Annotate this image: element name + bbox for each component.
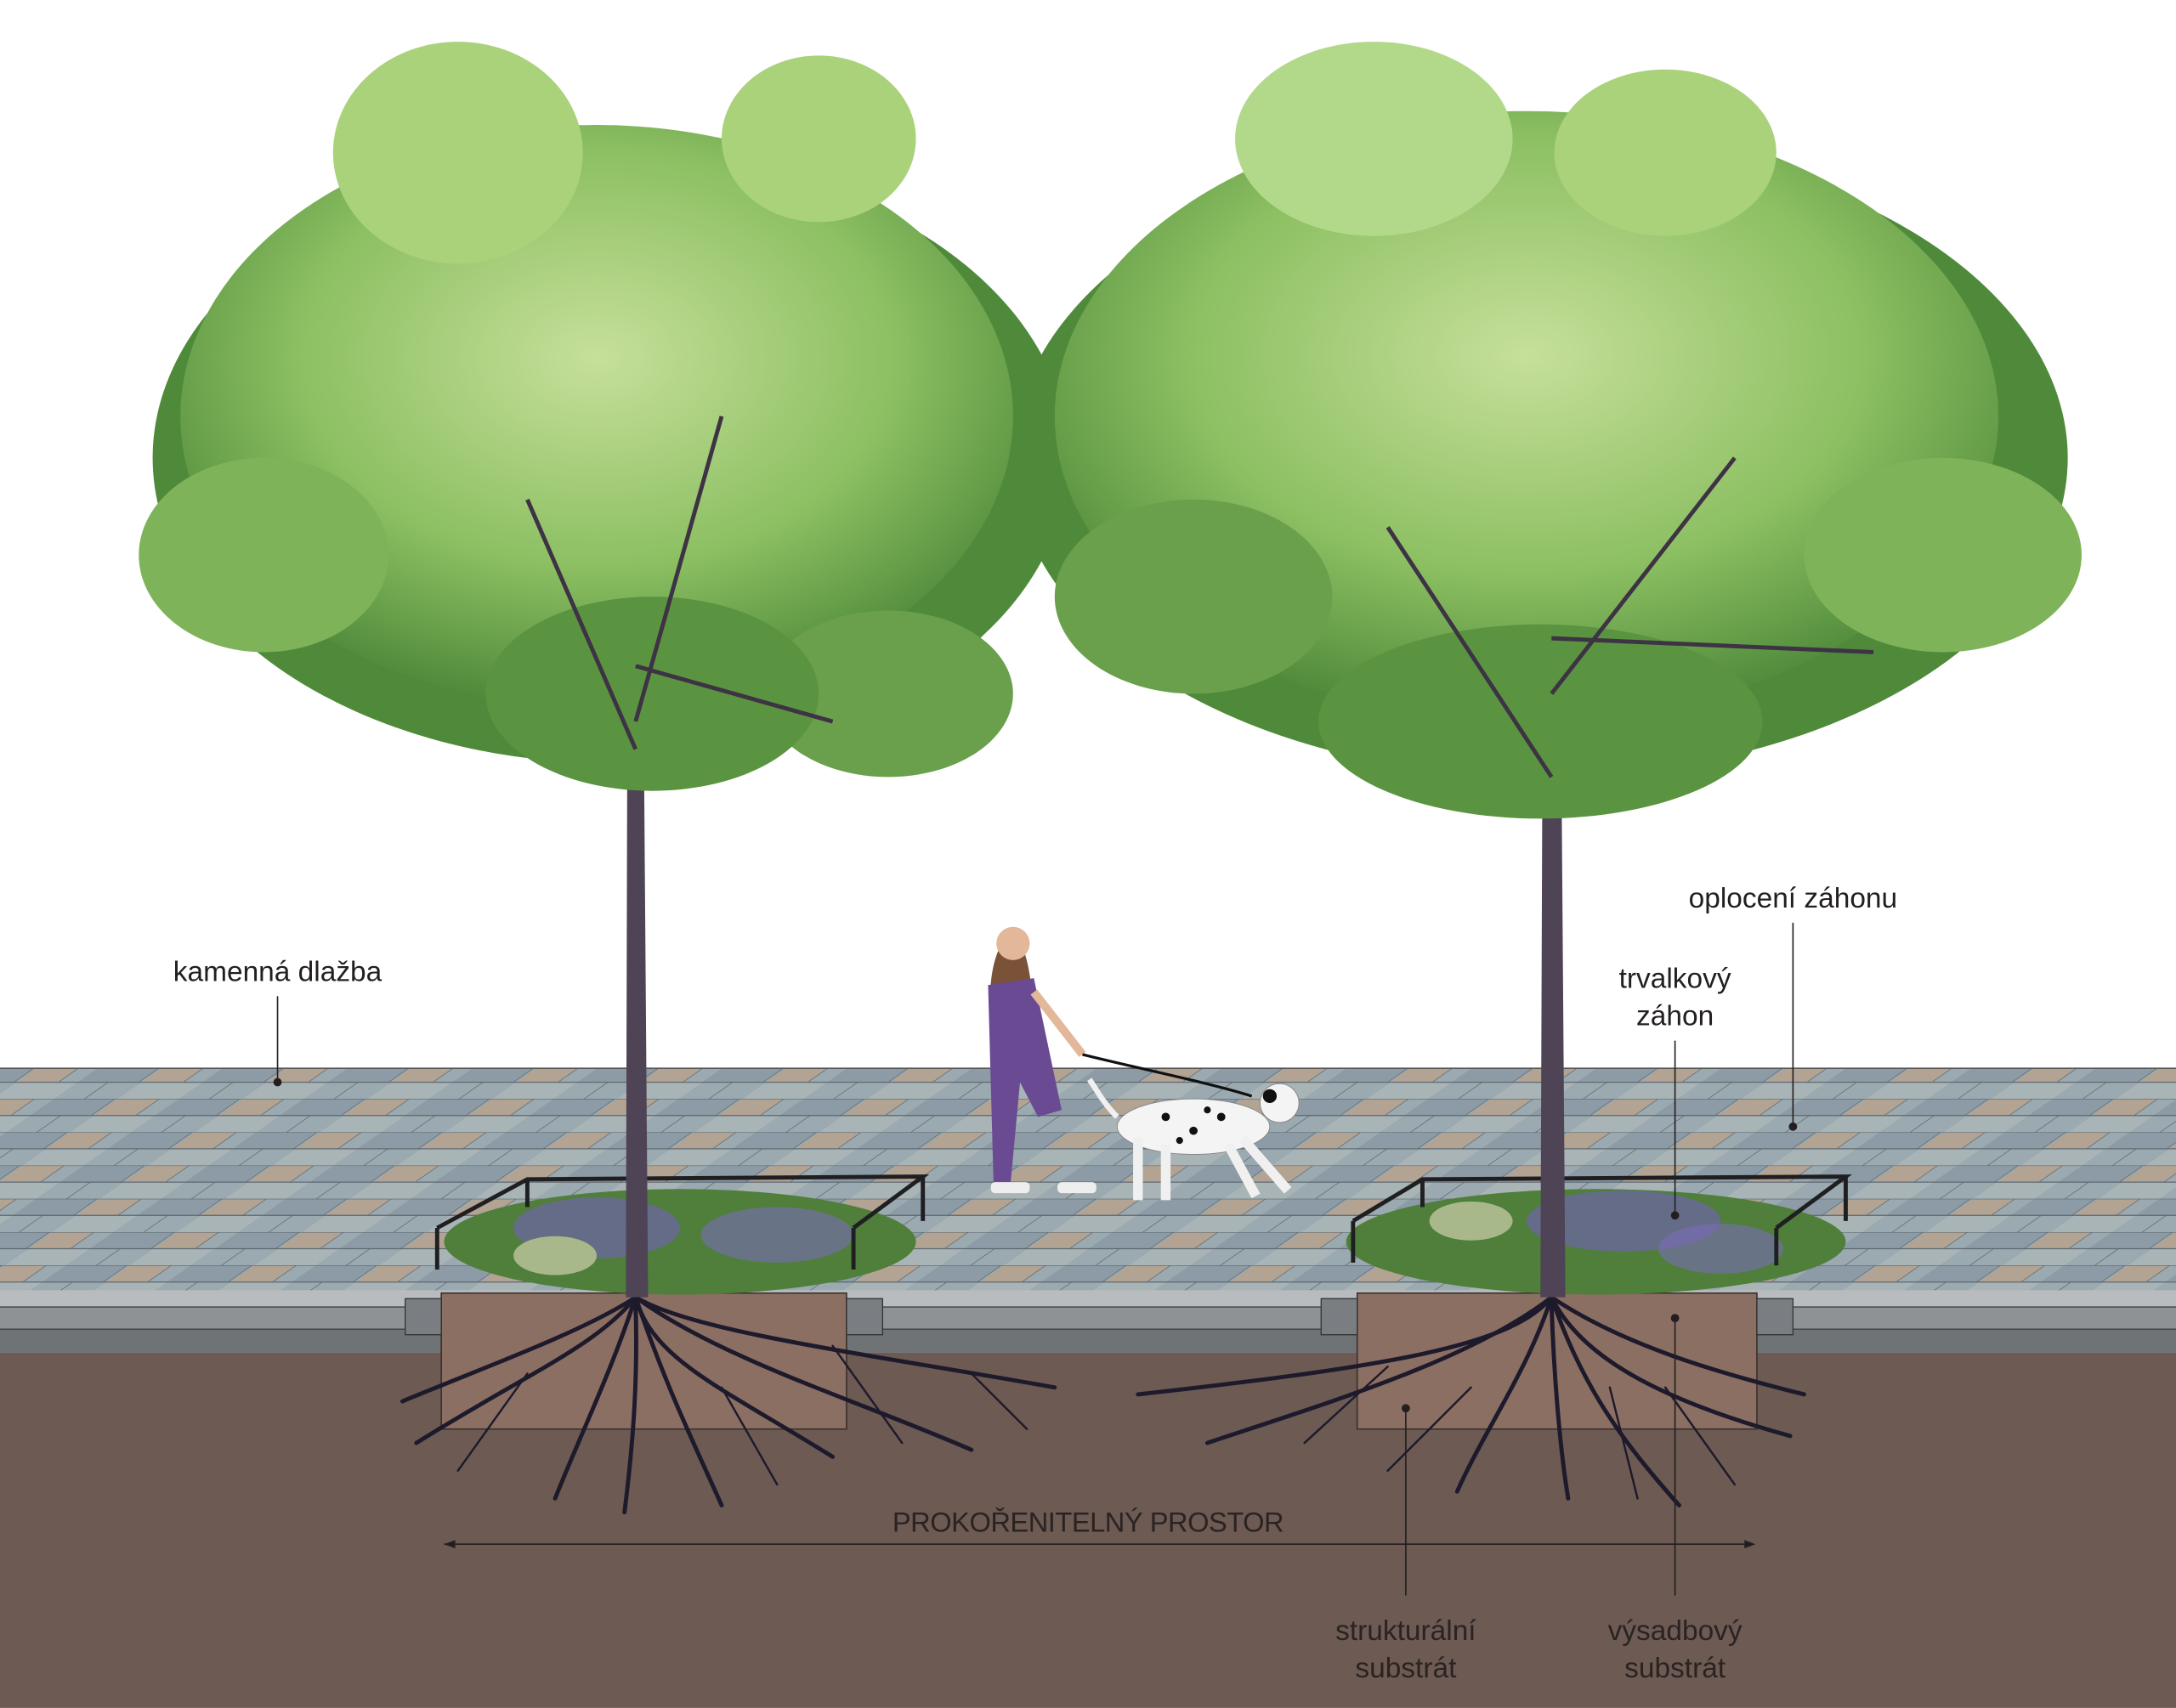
tree-trunk-left <box>626 749 649 1298</box>
rooting-space-dimension: PROKOŘENITELNÝ PROSTOR <box>444 1507 1756 1549</box>
label-paving-text: kamenná dlažba <box>173 956 382 987</box>
paving-base-layers <box>0 1290 2176 1353</box>
label-fence-text: oplocení záhonu <box>1689 883 1898 914</box>
label-bed-fence: oplocení záhonu <box>1689 883 1898 1131</box>
label-planting-line1: výsadbový <box>1608 1615 1742 1647</box>
label-planting-substrate: výsadbový substrát <box>1608 1314 1742 1684</box>
label-structural-line1: strukturální <box>1335 1615 1476 1647</box>
bed-fence-left <box>434 1174 930 1270</box>
label-perennial-line2: záhon <box>1636 1001 1714 1032</box>
label-planting-line2: substrát <box>1624 1653 1726 1684</box>
label-structural-line2: substrát <box>1355 1653 1457 1684</box>
bed-fence-right <box>1351 1174 1852 1266</box>
tree-canopy-left <box>139 42 1069 791</box>
structural-substrate-soil <box>0 1352 2176 1708</box>
perennial-bed-right <box>1346 1189 1846 1295</box>
label-rooting-space: PROKOŘENITELNÝ PROSTOR <box>892 1507 1284 1538</box>
stone-paving <box>0 1068 2176 1291</box>
label-perennial-bed: trvalkový záhon <box>1619 964 1731 1220</box>
label-structural-substrate: strukturální substrát <box>1335 1404 1476 1684</box>
tree-canopy-right <box>1012 42 2082 819</box>
perennial-bed-left <box>444 1189 916 1295</box>
tree-roots <box>400 1295 1806 1515</box>
label-perennial-line1: trvalkový <box>1619 964 1731 995</box>
label-stone-paving: kamenná dlažba <box>173 956 382 1087</box>
woman-walking-dog <box>988 926 1096 1194</box>
dalmatian-dog <box>1082 1053 1300 1201</box>
